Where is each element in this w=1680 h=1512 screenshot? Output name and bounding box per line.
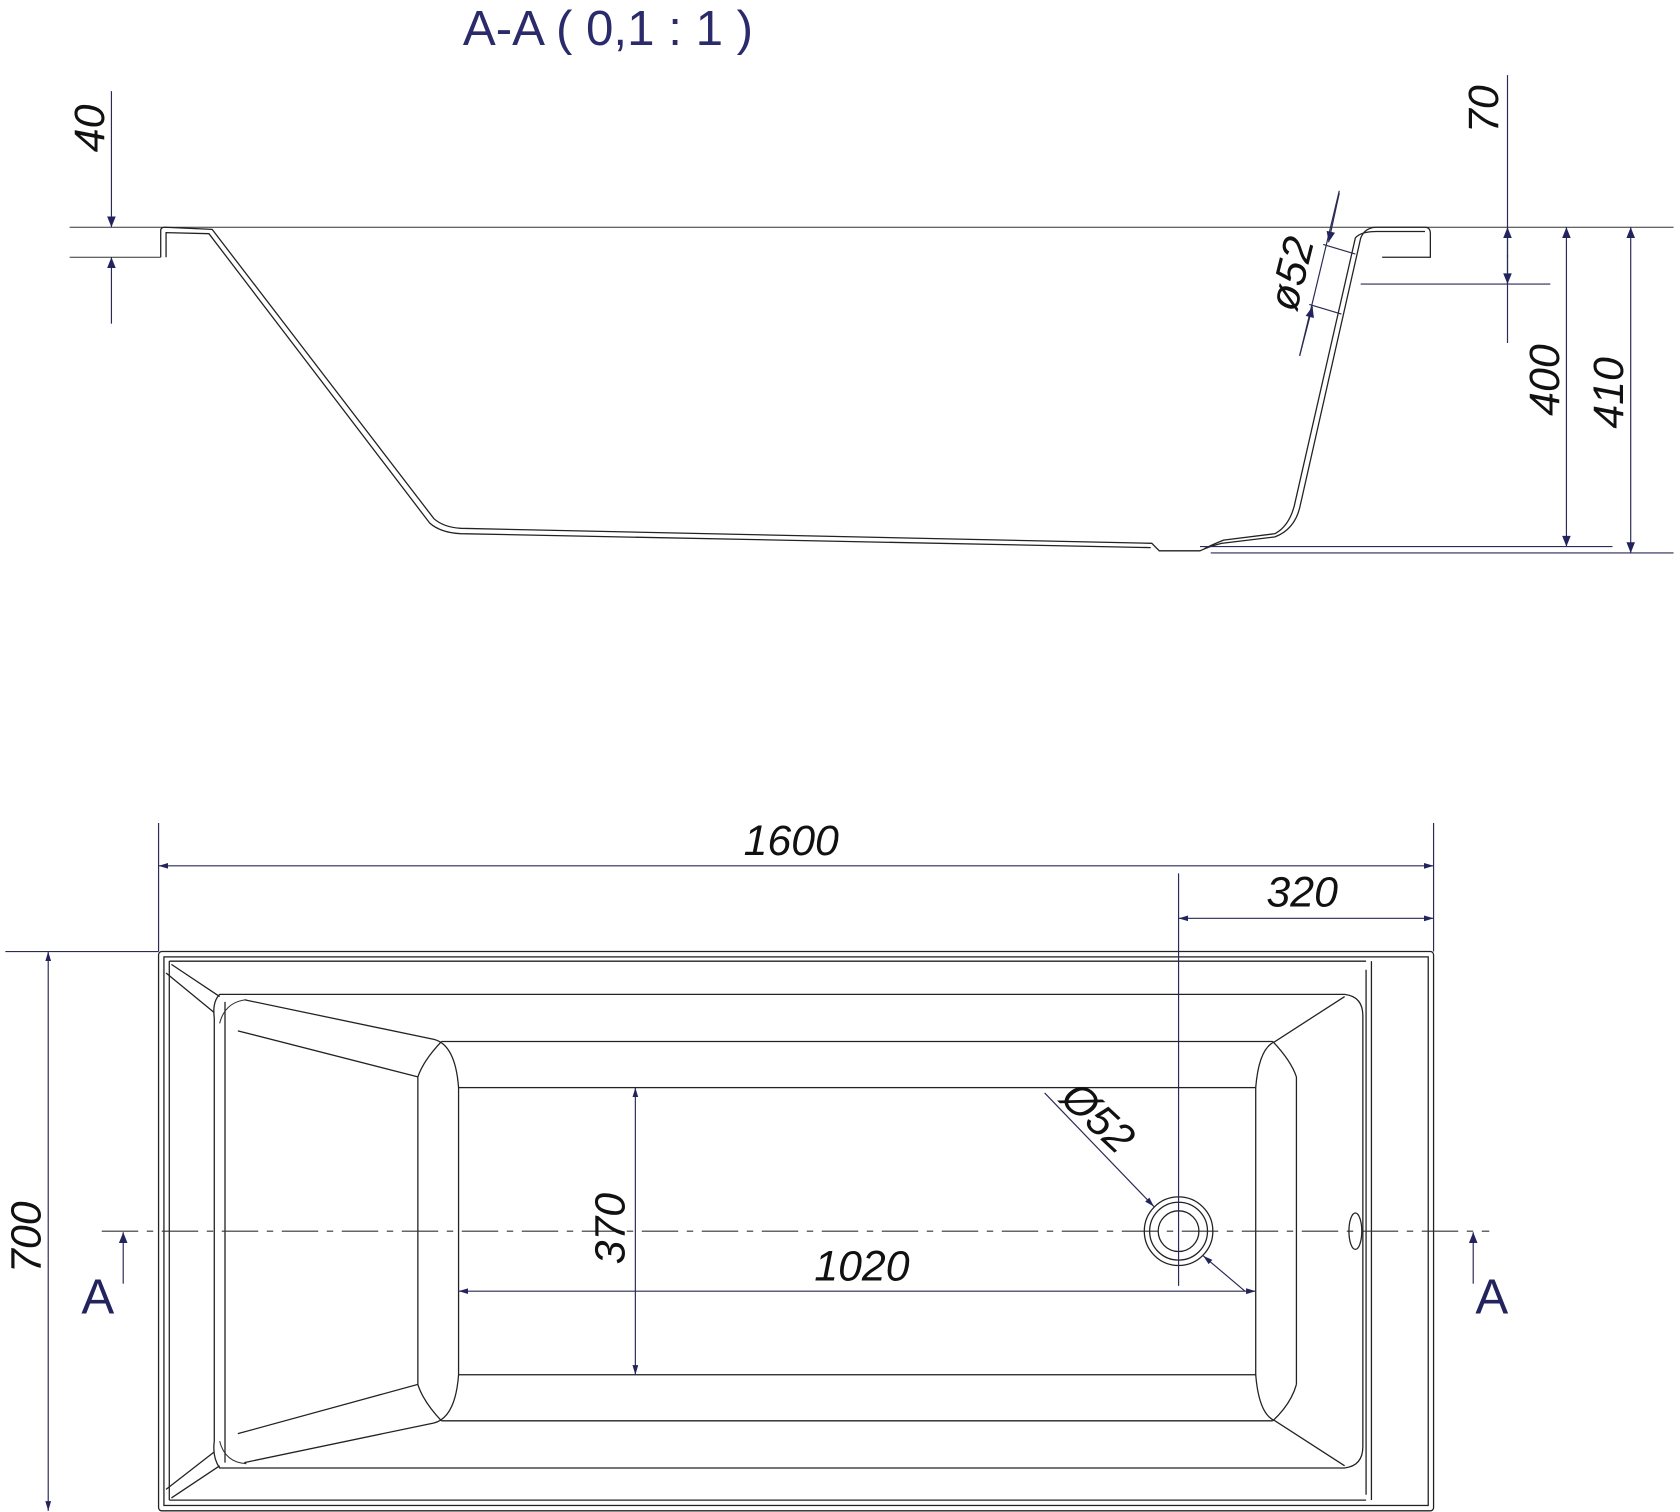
section-view: 40 70 400 410 ø52 <box>66 75 1674 554</box>
section-mark-right: A <box>1475 1270 1508 1325</box>
overflow-icon <box>1348 1212 1363 1251</box>
section-mark-left: A <box>81 1270 114 1325</box>
plan-view: 1600 320 700 370 1020 Ø52 A A <box>3 817 1508 1512</box>
dim-drain-dia: Ø52 <box>1050 1071 1144 1163</box>
section-title: A-A ( 0,1 : 1 ) <box>463 1 753 56</box>
dim-depth-410: 410 <box>1585 357 1633 429</box>
dim-depth-400: 400 <box>1521 344 1569 416</box>
dim-bottom-370: 370 <box>587 1193 635 1265</box>
dim-bottom-1020: 1020 <box>814 1242 909 1290</box>
dim-width-700: 700 <box>3 1201 51 1273</box>
bath-profile-outer <box>160 226 1431 552</box>
dim-drain-320: 320 <box>1266 869 1338 917</box>
dim-length-1600: 1600 <box>744 817 839 865</box>
dim-overflow-70: 70 <box>1460 85 1508 133</box>
bath-profile-inner <box>165 230 1425 550</box>
dim-rim-40: 40 <box>66 104 114 152</box>
dim-overflow-dia: ø52 <box>1260 232 1324 315</box>
